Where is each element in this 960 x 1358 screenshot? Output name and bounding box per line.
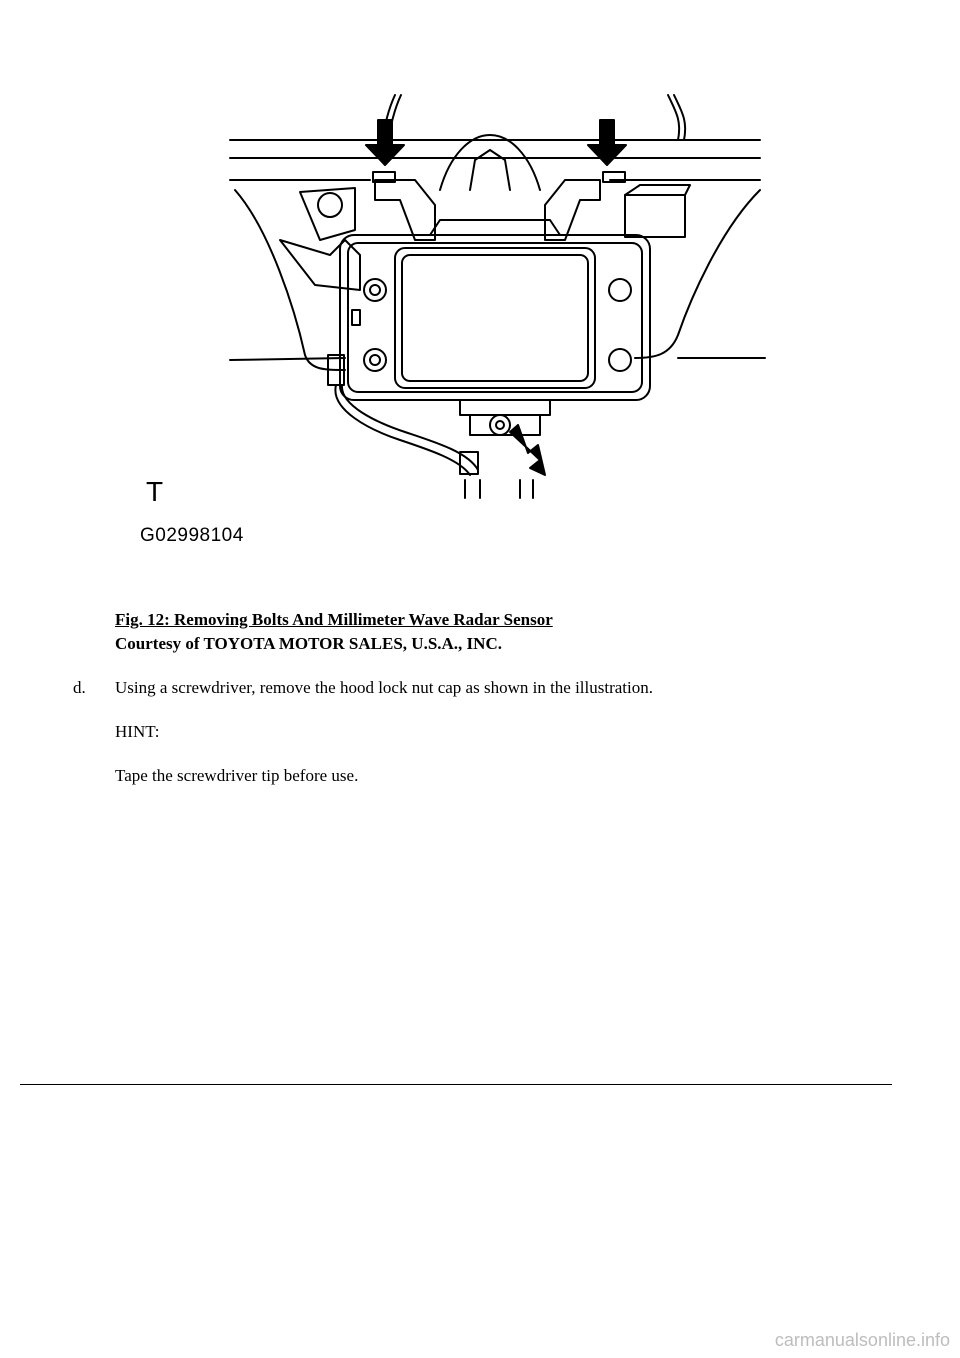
hint-label: HINT: — [115, 722, 160, 741]
figure-caption: Fig. 12: Removing Bolts And Millimeter W… — [115, 610, 553, 629]
figure-courtesy: Courtesy of TOYOTA MOTOR SALES, U.S.A., … — [115, 634, 502, 653]
hint-text: Tape the screwdriver tip before use. — [115, 766, 359, 785]
radar-sensor-illustration: T G02998104 — [130, 80, 770, 550]
illustration-drawing — [229, 94, 766, 499]
watermark: carmanualsonline.info — [774, 1330, 950, 1350]
figure-code-number: G02998104 — [140, 525, 244, 546]
step-marker: d. — [73, 678, 86, 697]
step-text: Using a screwdriver, remove the hood loc… — [115, 678, 653, 697]
page-divider — [20, 1084, 892, 1085]
figure-code-letter: T — [146, 476, 164, 507]
